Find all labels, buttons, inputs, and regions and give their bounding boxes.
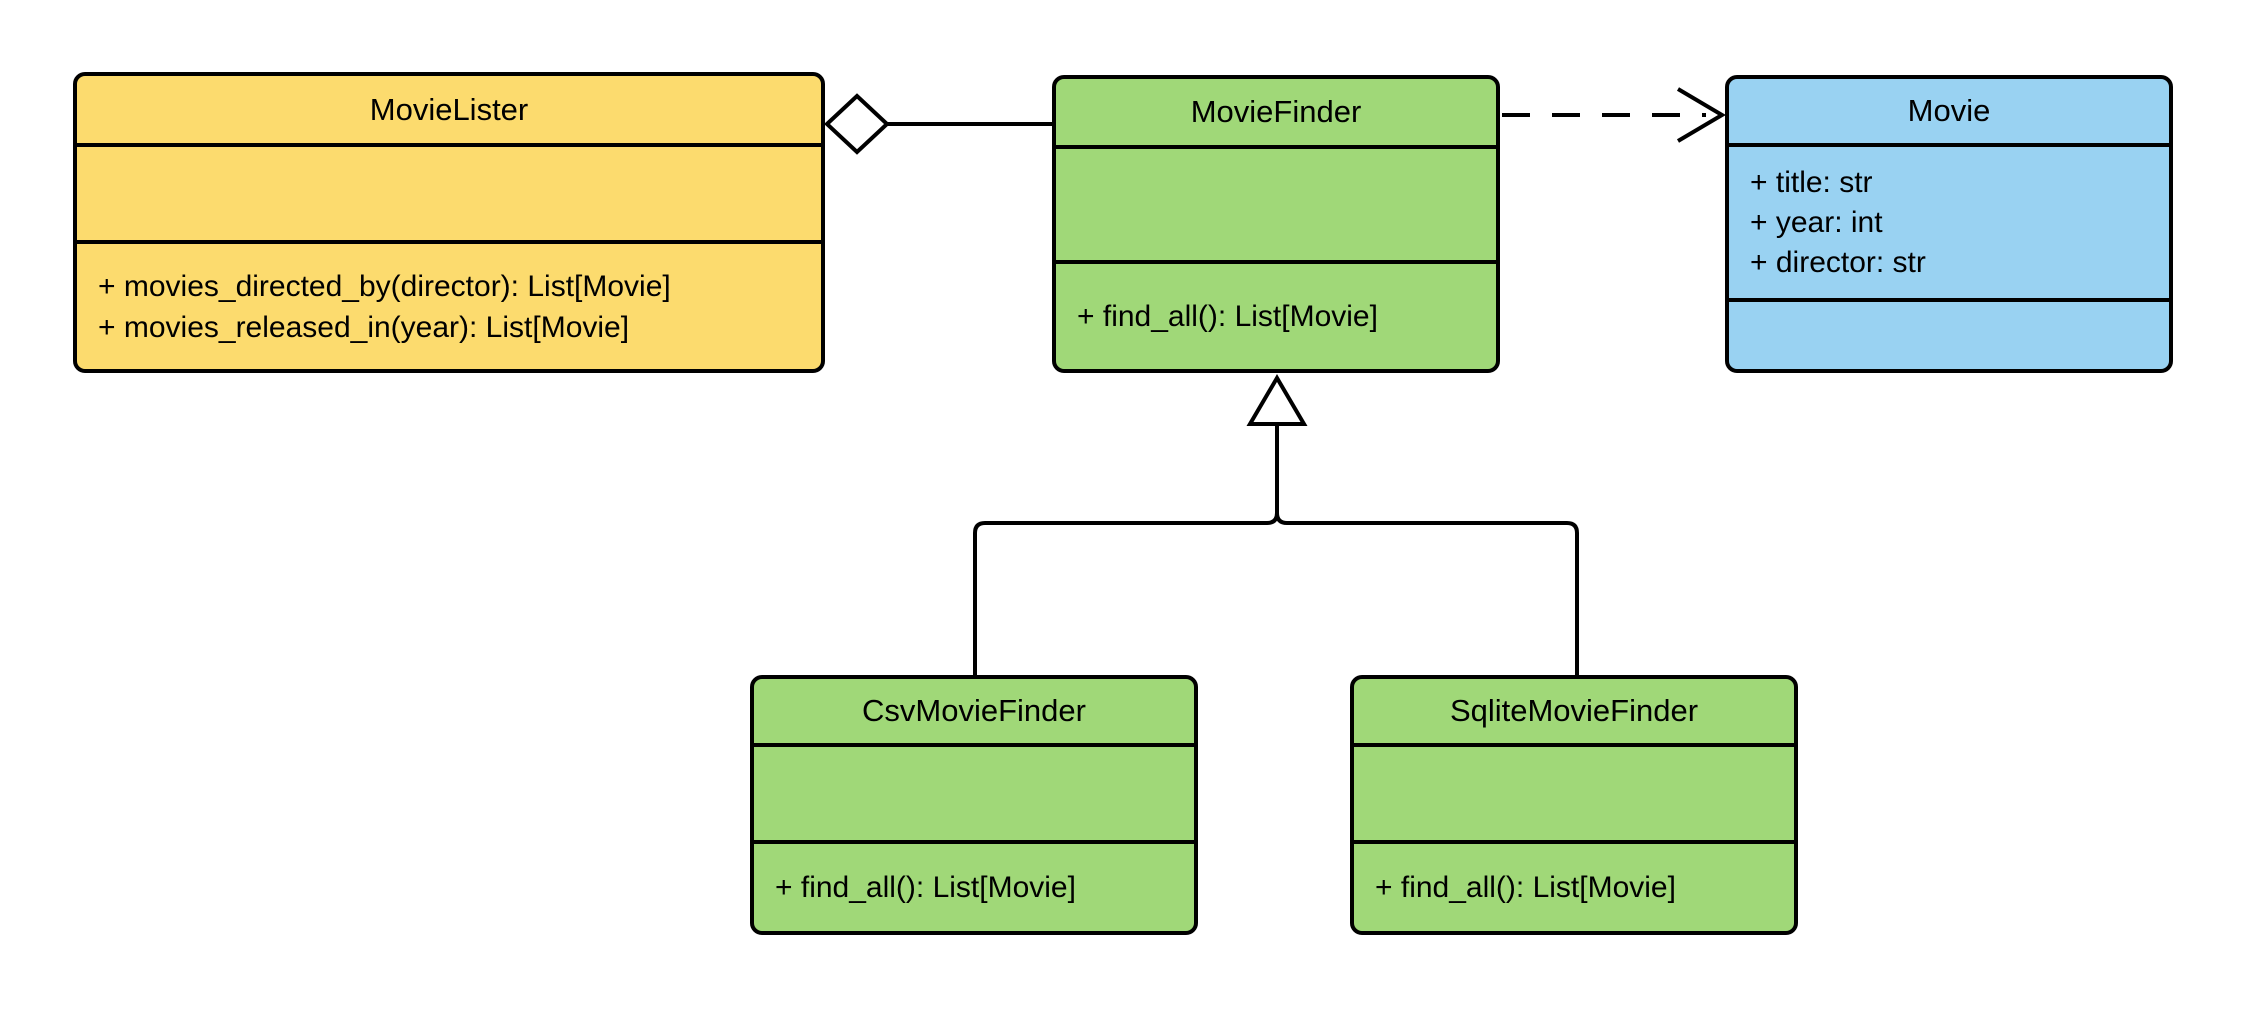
class-attributes-sqlitemoviefinder [1354, 743, 1794, 840]
aggregation-diamond-icon [824, 93, 890, 155]
inheritance-branch-sqlite [1275, 512, 1579, 677]
class-attributes-movie: + title: str + year: int + director: str [1729, 143, 2169, 298]
method-line: + movies_directed_by(director): List[Mov… [98, 269, 671, 303]
class-box-sqlitemoviefinder[interactable]: SqliteMovieFinder + find_all(): List[Mov… [1350, 675, 1798, 935]
method-line: + movies_released_in(year): List[Movie] [98, 310, 630, 344]
method-line: + find_all(): List[Movie] [775, 871, 1076, 904]
class-name-movie: Movie [1907, 93, 1991, 128]
class-box-moviefinder[interactable]: MovieFinder + find_all(): List[Movie] [1052, 75, 1500, 373]
edge-generalization-tree[interactable] [973, 374, 1579, 677]
class-methods-moviefinder: + find_all(): List[Movie] [1056, 260, 1496, 369]
inheritance-branch-csv [973, 512, 1279, 677]
class-attributes-moviefinder [1056, 145, 1496, 260]
dependency-arrowhead-icon [1676, 87, 1726, 143]
class-box-csvmoviefinder[interactable]: CsvMovieFinder + find_all(): List[Movie] [750, 675, 1198, 935]
class-methods-movielister: + movies_directed_by(director): List[Mov… [77, 240, 821, 369]
class-name-movielister: MovieLister [369, 91, 529, 127]
class-name-sqlitemoviefinder: SqliteMovieFinder [1449, 693, 1699, 728]
class-methods-sqlitemoviefinder: + find_all(): List[Movie] [1354, 840, 1794, 931]
class-name-csvmoviefinder: CsvMovieFinder [862, 693, 1086, 728]
attribute-line: + director: str [1750, 245, 1926, 279]
class-methods-movie [1729, 298, 2169, 369]
inheritance-triangle-icon [1246, 374, 1308, 426]
class-attributes-csvmoviefinder [754, 743, 1194, 840]
attribute-line: + year: int [1750, 205, 1883, 239]
class-box-movie[interactable]: Movie + title: str + year: int + directo… [1725, 75, 2173, 373]
edge-aggregation-movielister-moviefinder[interactable] [824, 93, 1054, 155]
attribute-line: + title: str [1750, 165, 1873, 199]
class-methods-csvmoviefinder: + find_all(): List[Movie] [754, 840, 1194, 931]
class-attributes-movielister [77, 143, 821, 240]
class-name-moviefinder: MovieFinder [1190, 94, 1362, 129]
edge-dependency-moviefinder-movie[interactable] [1502, 87, 1726, 143]
method-line: + find_all(): List[Movie] [1077, 300, 1378, 333]
method-line: + find_all(): List[Movie] [1375, 871, 1676, 904]
class-box-movielister[interactable]: MovieLister + movies_directed_by(directo… [73, 72, 825, 373]
